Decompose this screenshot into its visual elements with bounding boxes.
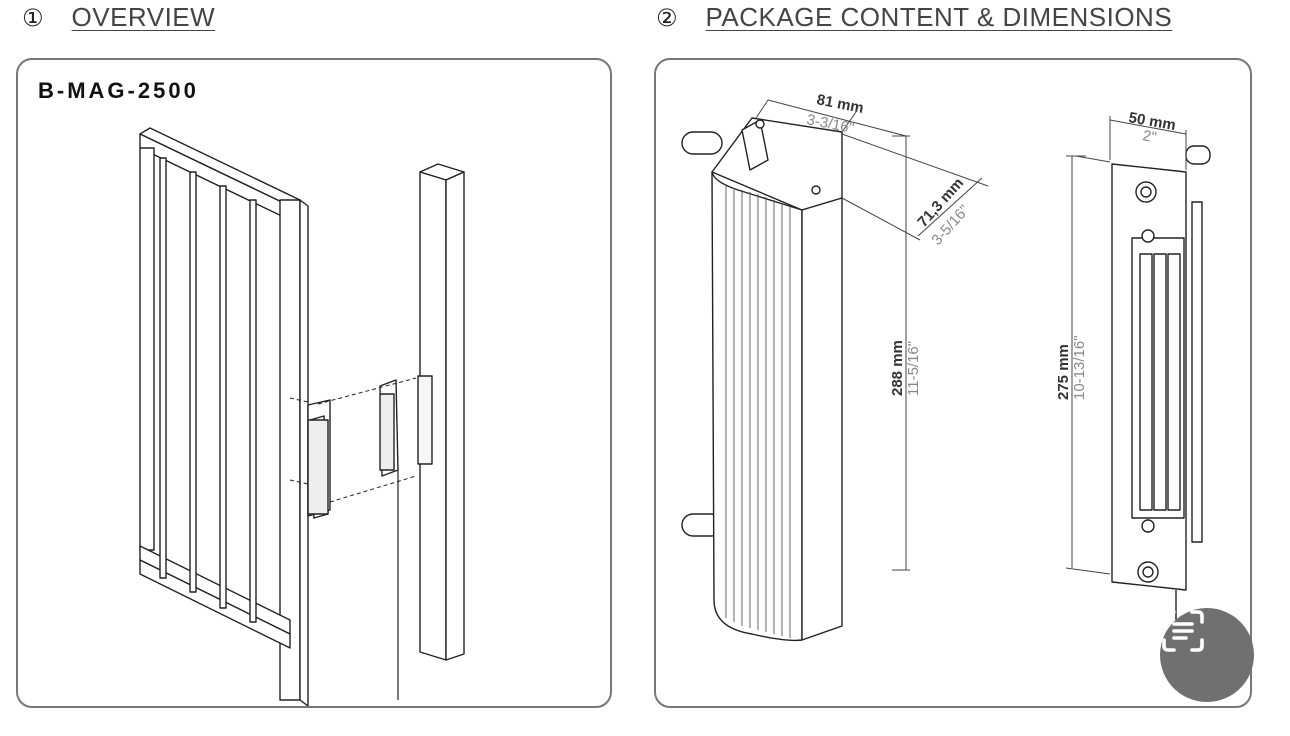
model-name: B-MAG-2500 — [38, 78, 199, 103]
text-scan-button[interactable] — [1160, 608, 1254, 702]
section-title: OVERVIEW — [71, 2, 216, 32]
section-heading-package: ② PACKAGE CONTENT & DIMENSIONS — [656, 2, 1172, 33]
height-mm-label: 288 mm — [889, 340, 906, 396]
height-inch-label: 11-5/16" — [905, 341, 922, 396]
armature-plate-drawing — [1111, 145, 1211, 620]
dimensions-illustration: 81 mm 3-3/16" 71,3 mm 3-5/16" 288 mm 11-… — [681, 91, 1211, 642]
section-number: ② — [656, 3, 678, 32]
text-scan-icon — [1162, 610, 1204, 652]
plate-height-mm-label: 275 mm — [1055, 344, 1072, 400]
dimensions-panel: 81 mm 3-3/16" 71,3 mm 3-5/16" 288 mm 11-… — [654, 58, 1252, 708]
overview-panel: B-MAG-2500 — [16, 58, 612, 708]
section-number: ① — [22, 3, 44, 32]
plate-width-inch-label: 2" — [1141, 127, 1157, 146]
section-heading-overview: ① OVERVIEW — [22, 2, 215, 33]
section-title: PACKAGE CONTENT & DIMENSIONS — [705, 2, 1173, 32]
plate-height-inch-label: 10-13/16" — [1071, 335, 1088, 400]
gate-installation-illustration — [139, 127, 465, 706]
magnet-fins — [725, 186, 791, 638]
magnet-body-drawing — [681, 117, 843, 642]
